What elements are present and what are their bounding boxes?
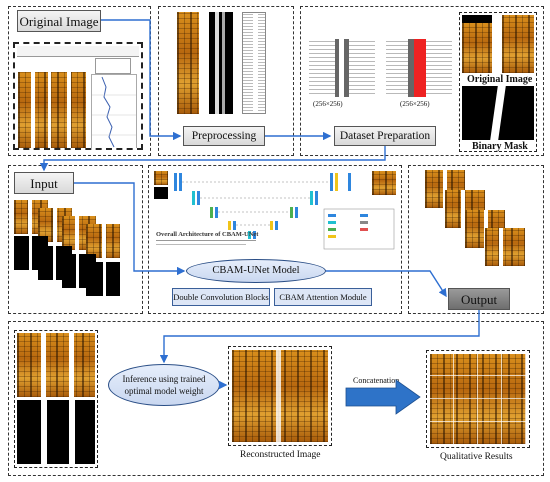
test-images-box: [14, 330, 98, 468]
reconstructed-caption: Reconstructed Image: [240, 450, 321, 460]
cbam-unet-model-node: CBAM-UNet Model: [186, 259, 326, 283]
double-conv-box: Double Convolution Blocks: [172, 288, 270, 306]
dataset-size-b: (256×256): [400, 100, 430, 108]
qualitative-image: [430, 354, 526, 444]
preprocessing-strip-black: [209, 12, 233, 114]
preprocessing-strip-color: [177, 12, 199, 114]
qualitative-caption: Qualitative Results: [440, 452, 513, 462]
cbam-attention-box: CBAM Attention Module: [274, 288, 372, 306]
unet-architecture: Overall Architecture of CBAM-UNet: [152, 169, 398, 253]
input-label: Input: [14, 172, 74, 194]
output-image-4: [485, 228, 525, 266]
inference-node: Inference using trained optimal model we…: [108, 364, 220, 406]
dataset-sample-b: [386, 39, 452, 97]
binary-mask-caption: Binary Mask: [472, 141, 528, 152]
original-log-image: [13, 42, 143, 150]
dataset-preparation-panel: [300, 6, 544, 156]
binary-mask-thumb: [462, 86, 534, 140]
original-mask-box: [459, 12, 537, 152]
original-image-thumb: [462, 15, 534, 73]
input-image-4: [86, 224, 120, 258]
dataset-sample-a: [309, 39, 375, 97]
original-image-caption: Original Image: [467, 74, 533, 85]
preprocessing-strip-gray: [242, 12, 266, 114]
output-label: Output: [448, 288, 510, 310]
test-image: [17, 333, 95, 397]
dataset-preparation-label: Dataset Preparation: [334, 126, 436, 146]
arch-title: Overall Architecture of CBAM-UNet: [156, 231, 259, 238]
reconstructed-image: [232, 350, 328, 442]
preprocessing-label: Preprocessing: [183, 126, 265, 146]
test-mask: [17, 400, 95, 464]
original-image-label: Original Image: [17, 10, 101, 32]
input-mask-4: [86, 262, 120, 296]
concatenation-label: Concatenation: [353, 376, 400, 385]
dataset-size-a: (256×256): [313, 100, 343, 108]
